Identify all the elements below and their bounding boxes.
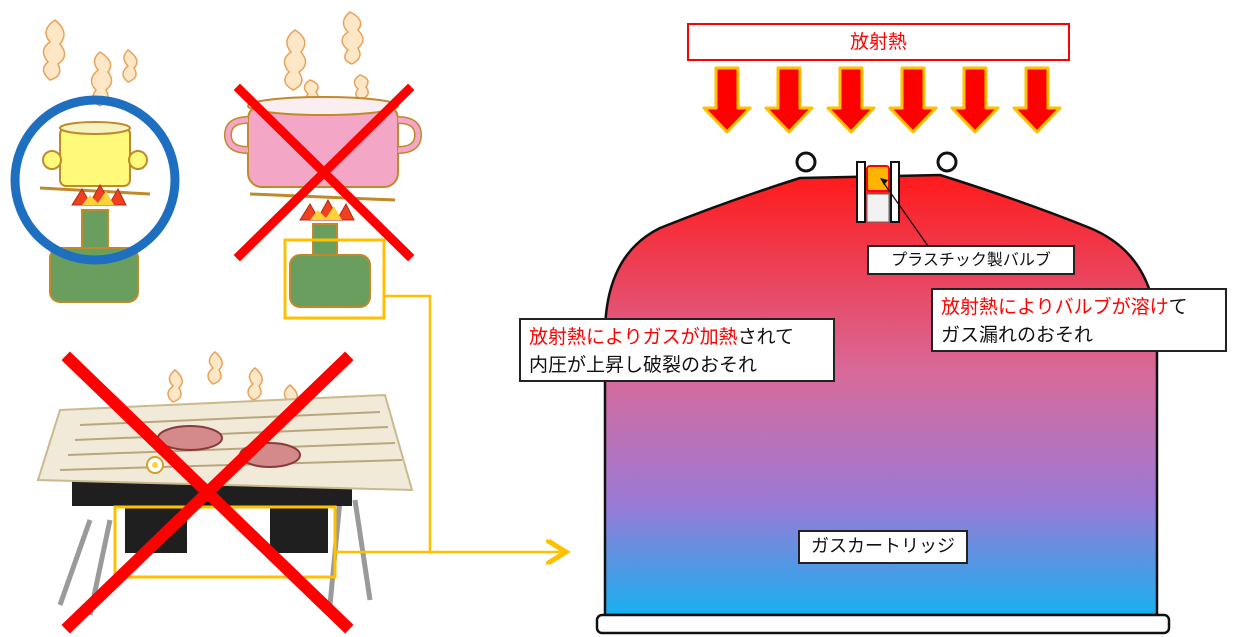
annotation-right: 放射熱によりバルブが溶けて ガス漏れのおそれ [931,288,1227,352]
steam-icon [42,19,138,107]
annotation-left-black: されて [737,326,795,348]
annotation-right-red: 放射熱によりバルブが溶け [941,296,1169,318]
annotation-left-line2: 内圧が上昇し破裂のおそれ [529,354,758,376]
connector-lines [335,294,566,552]
cartridge-label: ガスカートリッジ [811,536,955,557]
valve-pointer-line [882,181,929,247]
prohibition-cross-icon [233,83,415,262]
small-pot [59,127,131,187]
gas-cartridge [595,151,1171,635]
heat-arrows [702,66,1062,134]
plastic-valve-icon [856,161,900,223]
cartridge-label-box: ガスカートリッジ [798,530,968,564]
annotation-right-line2: ガス漏れのおそれ [941,324,1094,346]
annotation-right-black: て [1168,296,1188,318]
ok-circle-icon [10,95,180,265]
steam-icon [283,11,369,105]
radiant-heat-label-box: 放射熱 [687,23,1070,61]
ng-scene-grill [36,351,414,634]
annotation-left: 放射熱によりガスが加熱されて 内圧が上昇し破裂のおそれ [519,318,835,382]
valve-label: プラスチック製バルブ [891,250,1051,269]
valve-label-box: プラスチック製バルブ [867,245,1075,275]
ok-scene-small-pot [10,19,180,303]
flame-icon [299,198,355,221]
prohibition-cross-icon [61,351,354,634]
ng-scene-large-pot [223,11,423,320]
radiant-heat-label: 放射熱 [849,31,907,53]
annotation-left-red: 放射熱によりガスが加熱 [529,326,738,348]
highlight-box-canister [283,238,386,320]
flame-icon [71,183,127,206]
